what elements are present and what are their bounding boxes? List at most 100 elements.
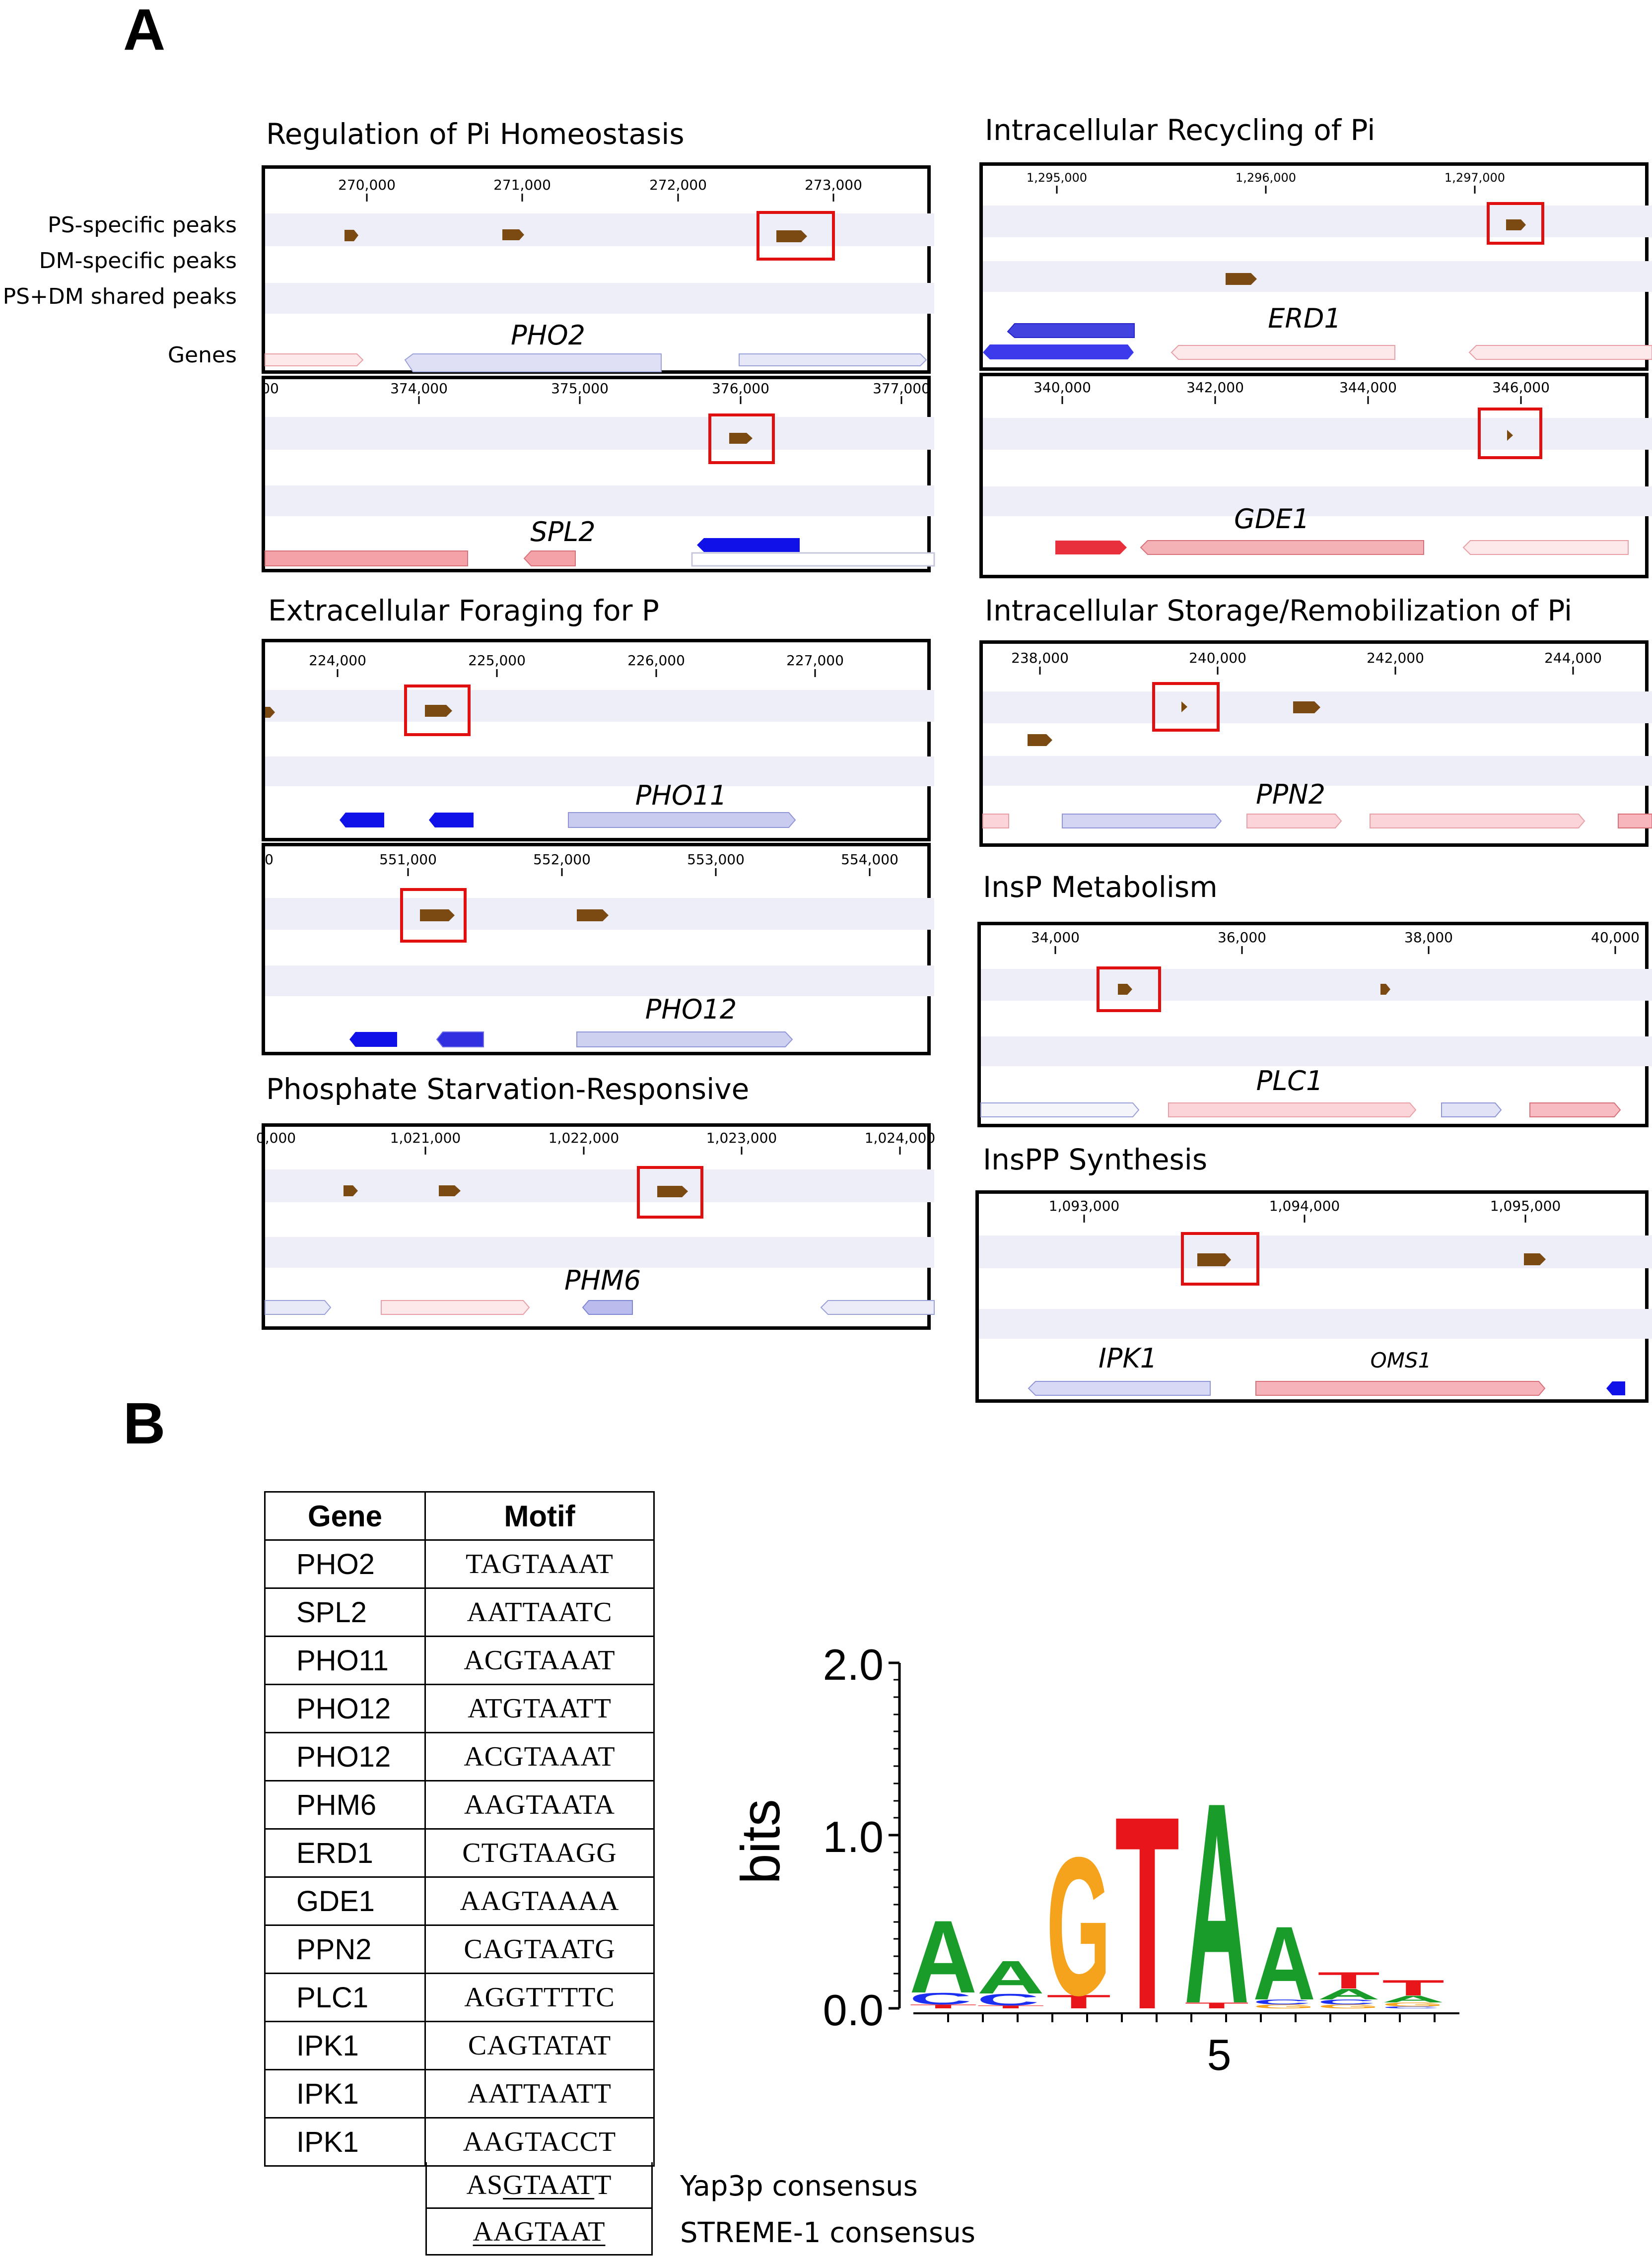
track-label-shared: PS+DM shared peaks: [2, 284, 237, 309]
gene-cell: PPN2: [264, 1924, 426, 1974]
genome-browser-pho11: 224,000 225,000 226,000 227,000 PHO11: [262, 639, 934, 841]
gene-label: PHM6: [564, 1265, 641, 1296]
logo-letter: C: [1253, 1998, 1311, 2006]
gene-cell: PHM6: [264, 1780, 426, 1830]
tick-label: 244,000: [1544, 650, 1602, 666]
logo-letter: C: [977, 1990, 1039, 2009]
highlight-box: [708, 413, 775, 464]
logo-letter: A: [1253, 1905, 1315, 2022]
consensus-label: Yap3p consensus: [680, 2170, 918, 2202]
category-title: InsP Metabolism: [983, 870, 1218, 904]
panel-letter-b: B: [123, 1391, 166, 1456]
motif-cell: AAGTACCT: [424, 2117, 655, 2167]
genome-browser-spl2: 00 374,000 375,000 376,000 377,000 SPL2: [261, 376, 935, 572]
gene-cell: SPL2: [264, 1587, 426, 1637]
highlight-box: [1152, 682, 1220, 732]
motif-cell: AAGTAAAA: [424, 1876, 655, 1926]
consensus-cell-streme: AAGTAAT: [425, 2209, 653, 2256]
logo-letter: T: [1184, 2001, 1249, 2010]
highlight-box: [637, 1166, 703, 1219]
gene-label: PPN2: [1256, 779, 1325, 810]
tick-label: 344,000: [1339, 379, 1397, 396]
category-title: Extracellular Foraging for P: [268, 594, 659, 627]
tick-label: 240,000: [1189, 650, 1246, 666]
gene-label: PHO12: [645, 994, 737, 1025]
peak-marker: [344, 1185, 358, 1196]
gene-cell: PHO12: [264, 1684, 426, 1733]
tick-label: 238,000: [1011, 650, 1069, 666]
gene-cell: IPK1: [264, 2069, 426, 2119]
highlight-box: [1478, 408, 1542, 459]
tick-label: 376,000: [712, 380, 769, 397]
logo-letter: G: [1317, 2003, 1380, 2009]
logo-letter: T: [1382, 1976, 1445, 2000]
logo-letter: A: [1317, 1986, 1380, 2002]
tick-label: 34,000: [1031, 929, 1080, 946]
consensus-underlined: AAGTAAT: [473, 2216, 606, 2247]
tick-label: 0,000: [256, 1130, 296, 1146]
tick-label: 40,000: [1591, 929, 1640, 946]
logo-letter: C: [1317, 1998, 1376, 2006]
tick-label: 552,000: [533, 851, 591, 868]
motif-cell: AATTAATC: [424, 1587, 655, 1637]
tick-label: 554,000: [841, 851, 898, 868]
consensus-prefix: AS: [466, 2169, 503, 2200]
consensus-label: STREME-1 consensus: [680, 2217, 975, 2249]
logo-letter: G: [1253, 2003, 1315, 2009]
xtick-label: 5: [1207, 2030, 1232, 2079]
track-label-ps: PS-specific peaks: [48, 212, 237, 238]
peak-marker: [439, 1185, 461, 1196]
tick-label: 346,000: [1492, 379, 1550, 396]
genome-browser-pho12: 0 551,000 552,000 553,000 554,000 PHO12: [262, 843, 934, 1055]
ytick-label: 0.0: [823, 1986, 884, 2035]
gene-cell: GDE1: [264, 1876, 426, 1926]
logo-letter: A: [1184, 1743, 1249, 2063]
gene-cell: PHO12: [264, 1732, 426, 1781]
motif-cell: CAGTATAT: [424, 2021, 655, 2070]
peak-marker: [1028, 734, 1052, 746]
peak-marker: [657, 1186, 688, 1197]
tick-label: 1,094,000: [1269, 1198, 1340, 1214]
ytick-label: 1.0: [823, 1812, 884, 1861]
peak-marker: [1197, 1253, 1231, 1266]
track-label-dm: DM-specific peaks: [39, 248, 237, 274]
header-motif: Motif: [424, 1491, 655, 1541]
highlight-box: [1487, 202, 1544, 245]
gene-label: PHO2: [511, 320, 585, 351]
logo-letter: T: [1115, 1759, 1179, 2067]
logo-letter: C: [1382, 2006, 1440, 2009]
gene-cell: IPK1: [264, 2117, 426, 2167]
motif-cell: TAGTAAAT: [424, 1539, 655, 1589]
tick-label: 1,023,000: [706, 1130, 777, 1146]
consensus-underlined: GTAAT: [503, 2169, 595, 2200]
genome-browser-plc1: 34,000 36,000 38,000 40,000 PLC1: [977, 922, 1652, 1127]
tick-label: 226,000: [627, 652, 685, 669]
category-title: InsPP Synthesis: [983, 1143, 1208, 1176]
tick-label: 271,000: [493, 177, 551, 193]
motif-cell: AGGTTTTC: [424, 1973, 655, 2022]
logo-letter: A: [909, 1899, 977, 2015]
logo-letter: T: [977, 2004, 1044, 2009]
tick-label: 1,296,000: [1236, 171, 1296, 185]
genome-browser-ipk1: 1,093,000 1,094,000 1,095,000 IPK1 OMS1: [975, 1190, 1652, 1403]
genome-browser-phm6: 0,000 1,021,000 1,022,000 1,023,000 1,02…: [256, 1123, 935, 1330]
motif-cell: ACGTAAAT: [424, 1636, 655, 1685]
peak-marker: [1118, 984, 1132, 995]
category-title: Intracellular Recycling of Pi: [985, 113, 1376, 147]
tick-label: 1,295,000: [1027, 171, 1087, 185]
consensus-suffix: T: [594, 2169, 612, 2200]
motif-cell: CAGTAATG: [424, 1924, 655, 1974]
ytick-label: 2.0: [823, 1640, 884, 1689]
motif-cell: AATTAATT: [424, 2069, 655, 2119]
logo-letter: T: [1046, 1991, 1111, 2012]
peak-marker: [577, 909, 609, 921]
gene-label: OMS1: [1371, 1348, 1432, 1372]
